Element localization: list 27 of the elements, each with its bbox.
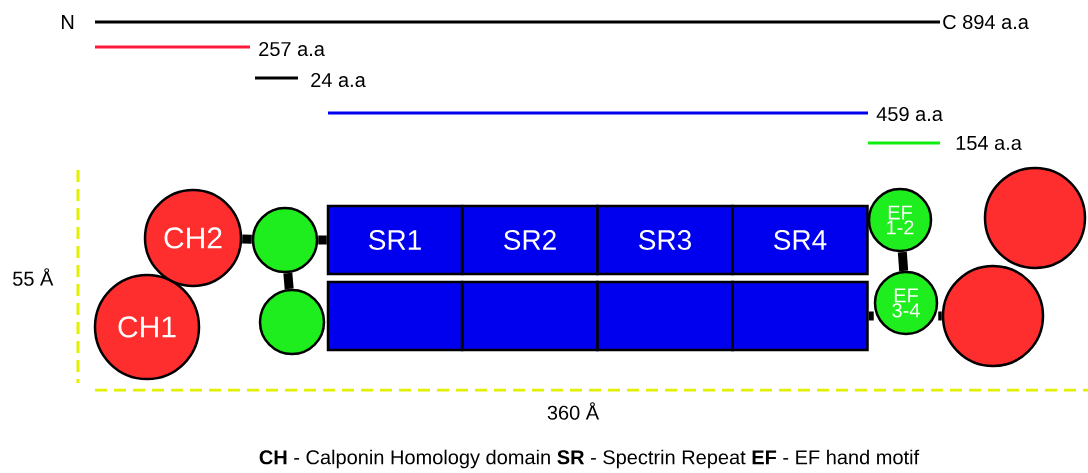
- length-label: 459 a.a: [876, 106, 943, 122]
- repeat-box: SR3: [596, 204, 734, 276]
- dimension-label: 360 Å: [547, 402, 600, 420]
- domain-circle: [258, 288, 326, 356]
- length-label: 257 a.a: [259, 41, 325, 57]
- linker-bar: [283, 272, 294, 290]
- domain-circle: [983, 166, 1087, 270]
- repeat-box: [731, 280, 869, 352]
- legend-caption: CH - Calponin Homology domain SR - Spectrin Repeat EF - EF hand motif: [259, 449, 920, 469]
- length-label: 24 a.a: [311, 72, 366, 88]
- domain-circle: [941, 264, 1045, 368]
- repeat-box: SR4: [731, 204, 869, 276]
- length-label: 154 a.a: [956, 136, 1022, 150]
- repeat-box: SR1: [326, 204, 464, 276]
- linker-bar: [897, 251, 909, 272]
- linker-bar: [938, 311, 942, 321]
- domain-circle: [251, 206, 319, 274]
- repeat-box: [461, 280, 599, 352]
- dimension-label: 55 Å: [13, 268, 54, 286]
- sequence-label: C 894 a.a: [943, 14, 1029, 30]
- linker-bar: [868, 311, 874, 321]
- repeat-box: [596, 280, 734, 352]
- repeat-box: [326, 280, 464, 352]
- linker-bar: [318, 235, 327, 245]
- linker-bar: [242, 234, 252, 244]
- sequence-label: N: [62, 15, 74, 29]
- repeat-box: SR2: [461, 204, 599, 276]
